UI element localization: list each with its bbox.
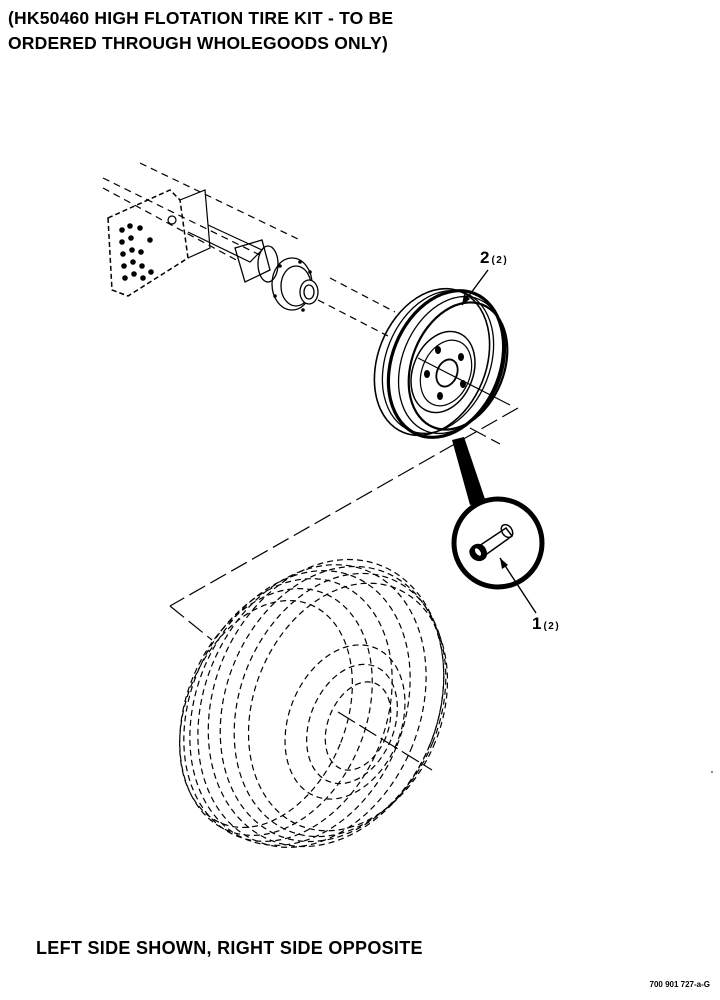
tire-centerline: [337, 711, 433, 771]
hub-assembly: [234, 239, 319, 312]
mounting-plate: [107, 189, 264, 297]
kit-title-line-1: (HK50460 HIGH FLOTATION TIRE KIT - TO BE: [8, 8, 394, 28]
wheel-rim: [373, 287, 509, 439]
callout-item-1-number: 1: [532, 614, 541, 633]
scan-specks: [711, 771, 713, 773]
callout-item-2: 2(2): [480, 248, 508, 267]
valve-stem-icon: [469, 523, 514, 562]
callout-item-1-qty: (2): [543, 621, 560, 632]
valve-stem-detail: [451, 437, 545, 590]
arrowhead-2: [462, 294, 470, 305]
axle-tube: [102, 162, 396, 337]
callout-item-1: 1(2): [532, 614, 560, 633]
document-number: 700 901 727-a-G: [649, 980, 711, 989]
assembly-phantom-lines: [169, 407, 519, 641]
arrowhead-1: [500, 558, 508, 569]
view-caption: LEFT SIDE SHOWN, RIGHT SIDE OPPOSITE: [36, 938, 423, 958]
callout-item-2-qty: (2): [491, 255, 508, 266]
kit-title: (HK50460 HIGH FLOTATION TIRE KIT - TO BE…: [8, 6, 528, 56]
tire: [179, 558, 449, 848]
kit-title-line-2: ORDERED THROUGH WHOLEGOODS ONLY): [8, 33, 389, 53]
wheel-centerline: [417, 357, 511, 406]
callout-item-2-number: 2: [480, 248, 489, 267]
